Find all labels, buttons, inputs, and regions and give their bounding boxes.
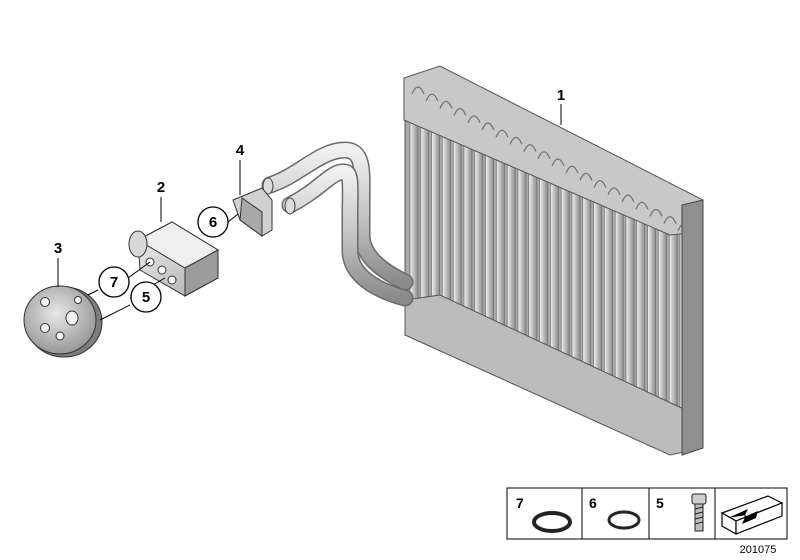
expansion-valve-part [128,221,220,297]
evaporator-part [403,65,704,456]
evaporator-fin [593,179,602,397]
svg-text:5: 5 [656,495,664,511]
evaporator-fin [571,170,581,388]
evaporator-fins [409,106,689,433]
callout-cover-plate: 3 [54,240,62,257]
evaporator-fin [560,166,570,383]
legend-item-5: 5 [656,493,707,532]
svg-text:6: 6 [589,495,597,511]
legend-item-7: 7 [516,495,572,533]
evaporator-fin [668,209,678,428]
evaporator-fin [409,106,419,321]
evaporator-fin [604,183,613,401]
evaporator-fin [614,188,624,406]
callout-circle-6: 6 [197,206,229,238]
evaporator-fin [582,175,592,392]
arrow-symbol-icon [720,495,784,536]
callout-circle-7: 7 [98,266,130,298]
legend-item-arrow [720,495,784,536]
evaporator-fin [420,110,430,325]
callout-circle-5: 5 [130,281,162,313]
callout-expansion-valve: 2 [157,179,165,196]
legend-panel: 7 6 5 [506,487,788,540]
screw-icon [691,493,707,532]
evaporator-end-plate [681,199,704,456]
pipe-clamp-part [232,187,273,237]
legend-item-6: 6 [589,495,641,530]
cover-plate-part [23,285,103,358]
o-ring-small-icon [607,510,641,530]
callout-pipe-clamp: 4 [236,142,245,159]
evaporator-fin [636,196,646,415]
svg-text:6: 6 [209,214,217,231]
refrigerant-pipes [261,141,414,307]
evaporator-fin [539,158,548,374]
svg-text:7: 7 [110,274,118,291]
evaporator-fin [625,192,635,410]
svg-text:7: 7 [516,495,524,511]
evaporator-fin [647,200,656,419]
callout-evaporator: 1 [557,87,565,104]
evaporator-fin [658,205,667,424]
diagram-id: 201075 [740,544,777,556]
evaporator-fin [550,162,559,379]
svg-text:5: 5 [142,289,150,306]
o-ring-large-icon [532,511,572,533]
